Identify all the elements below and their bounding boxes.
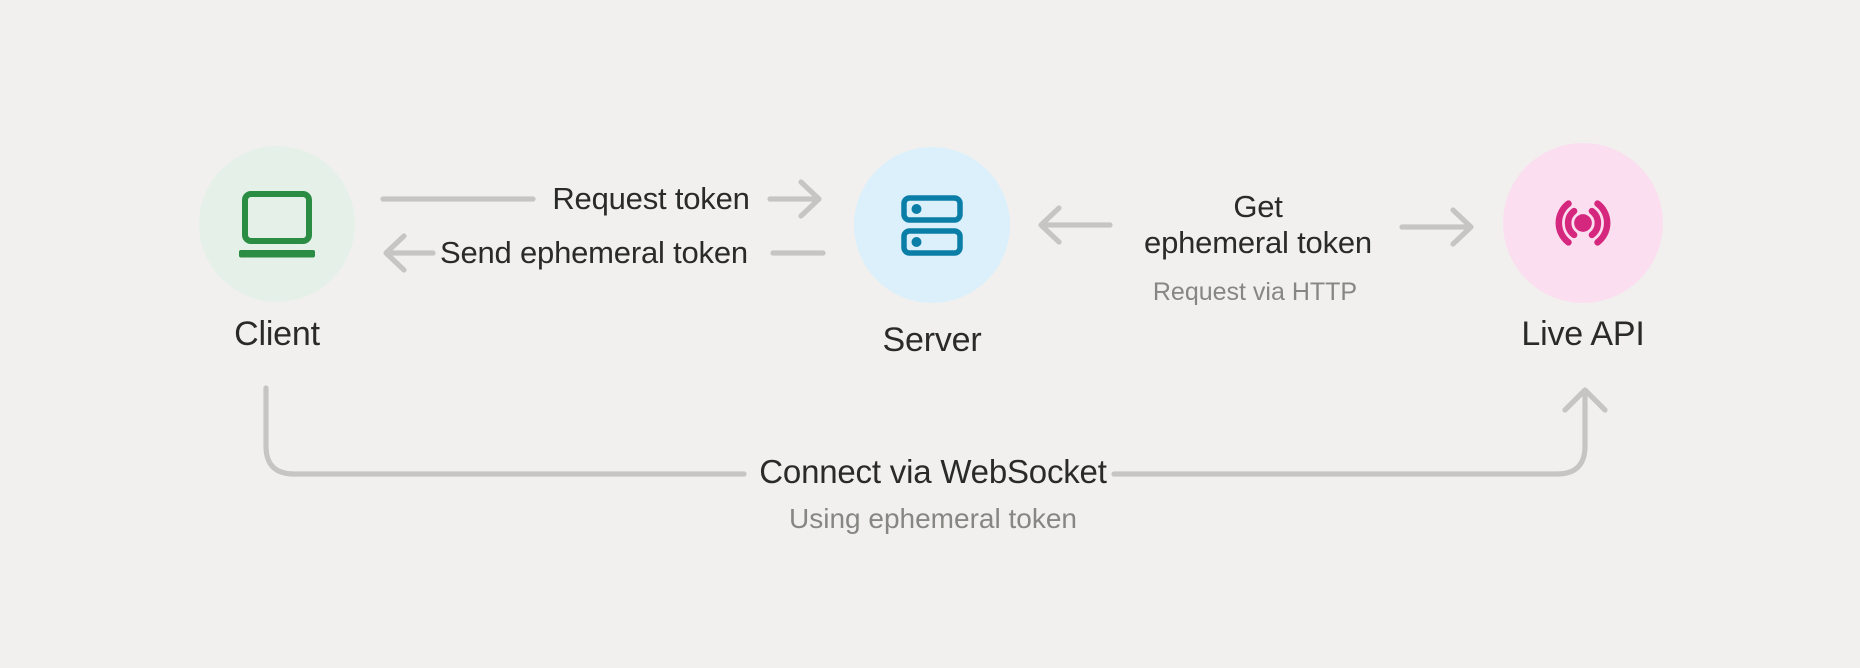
- server-label: Server: [882, 321, 982, 359]
- request-token-label: Request token: [552, 181, 750, 216]
- live-api-label: Live API: [1521, 315, 1645, 353]
- websocket-arrowhead: [1562, 387, 1608, 413]
- using-ephemeral-token-sublabel: Using ephemeral token: [789, 503, 1077, 534]
- connect-websocket-label: Connect via WebSocket: [759, 453, 1107, 490]
- broadcast-icon: [1555, 200, 1611, 246]
- websocket-line-right: [1111, 393, 1588, 477]
- get-token-left-arrowhead: [1038, 205, 1062, 245]
- server-stack-icon: [901, 194, 963, 256]
- request-via-http-sublabel: Request via HTTP: [1152, 278, 1358, 306]
- request-token-arrowhead: [798, 179, 822, 219]
- send-ephemeral-token-label: Send ephemeral token: [440, 235, 748, 270]
- get-token-right-arrowhead: [1450, 207, 1474, 247]
- get-ephemeral-token-label-line1: Get: [1233, 189, 1283, 224]
- get-ephemeral-token-label-line2: ephemeral token: [1144, 225, 1372, 260]
- client-label: Client: [234, 315, 320, 353]
- websocket-line-left: [263, 385, 747, 477]
- get-ephemeral-token-label: Get ephemeral token: [1108, 189, 1408, 261]
- live-api-node: [1503, 143, 1663, 303]
- server-node: [854, 147, 1010, 303]
- send-token-arrowhead: [383, 233, 407, 273]
- client-node: [199, 146, 355, 302]
- laptop-icon: [239, 190, 315, 257]
